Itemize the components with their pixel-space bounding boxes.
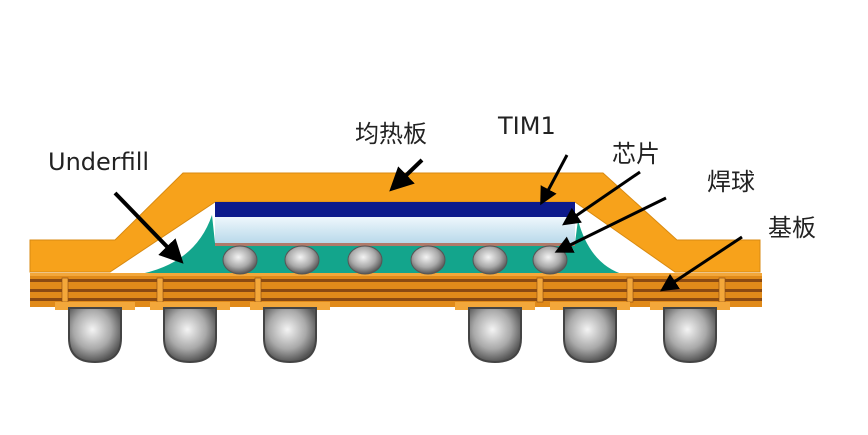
label-solder-bump: 焊球 xyxy=(707,168,755,196)
bga-ball xyxy=(663,307,717,364)
chip-die xyxy=(215,217,575,243)
heat-spreader xyxy=(29,172,761,273)
ball-pad xyxy=(455,302,535,310)
via xyxy=(254,277,262,303)
solder-bump xyxy=(410,245,446,275)
bga-ball xyxy=(468,307,522,364)
bga-ball xyxy=(68,307,122,364)
label-underfill: Underfill xyxy=(48,148,150,176)
label-heat-spreader: 均热板 xyxy=(355,120,427,148)
solder-bump xyxy=(472,245,508,275)
label-chip: 芯片 xyxy=(612,140,660,168)
solder-bump xyxy=(347,245,383,275)
solder-bumps xyxy=(222,245,568,275)
bga-ball xyxy=(563,307,617,364)
via xyxy=(156,277,164,303)
underfill-arrow xyxy=(113,191,184,264)
substrate-arrow xyxy=(659,235,743,292)
tim1-layer xyxy=(215,202,575,217)
bga-ball xyxy=(263,307,317,364)
tim1-arrow xyxy=(540,154,569,206)
via xyxy=(718,277,726,303)
ball-pad xyxy=(650,302,730,310)
substrate xyxy=(30,273,762,307)
solder-bump xyxy=(222,245,258,275)
chip-arrow xyxy=(562,170,641,226)
label-tim1: TIM1 xyxy=(498,112,556,140)
bga-ball xyxy=(163,307,217,364)
via xyxy=(626,277,634,303)
ball-pad xyxy=(550,302,630,310)
via xyxy=(61,277,69,303)
solder-bump xyxy=(532,245,568,275)
ball-pad xyxy=(250,302,330,310)
via xyxy=(536,277,544,303)
solder-bump xyxy=(284,245,320,275)
ball-pad xyxy=(55,302,135,310)
label-substrate: 基板 xyxy=(768,214,816,242)
solder-bump-arrow xyxy=(554,196,667,253)
heat-spreader-arrow xyxy=(389,158,424,192)
bga-balls xyxy=(55,302,730,364)
ball-pad xyxy=(150,302,230,310)
